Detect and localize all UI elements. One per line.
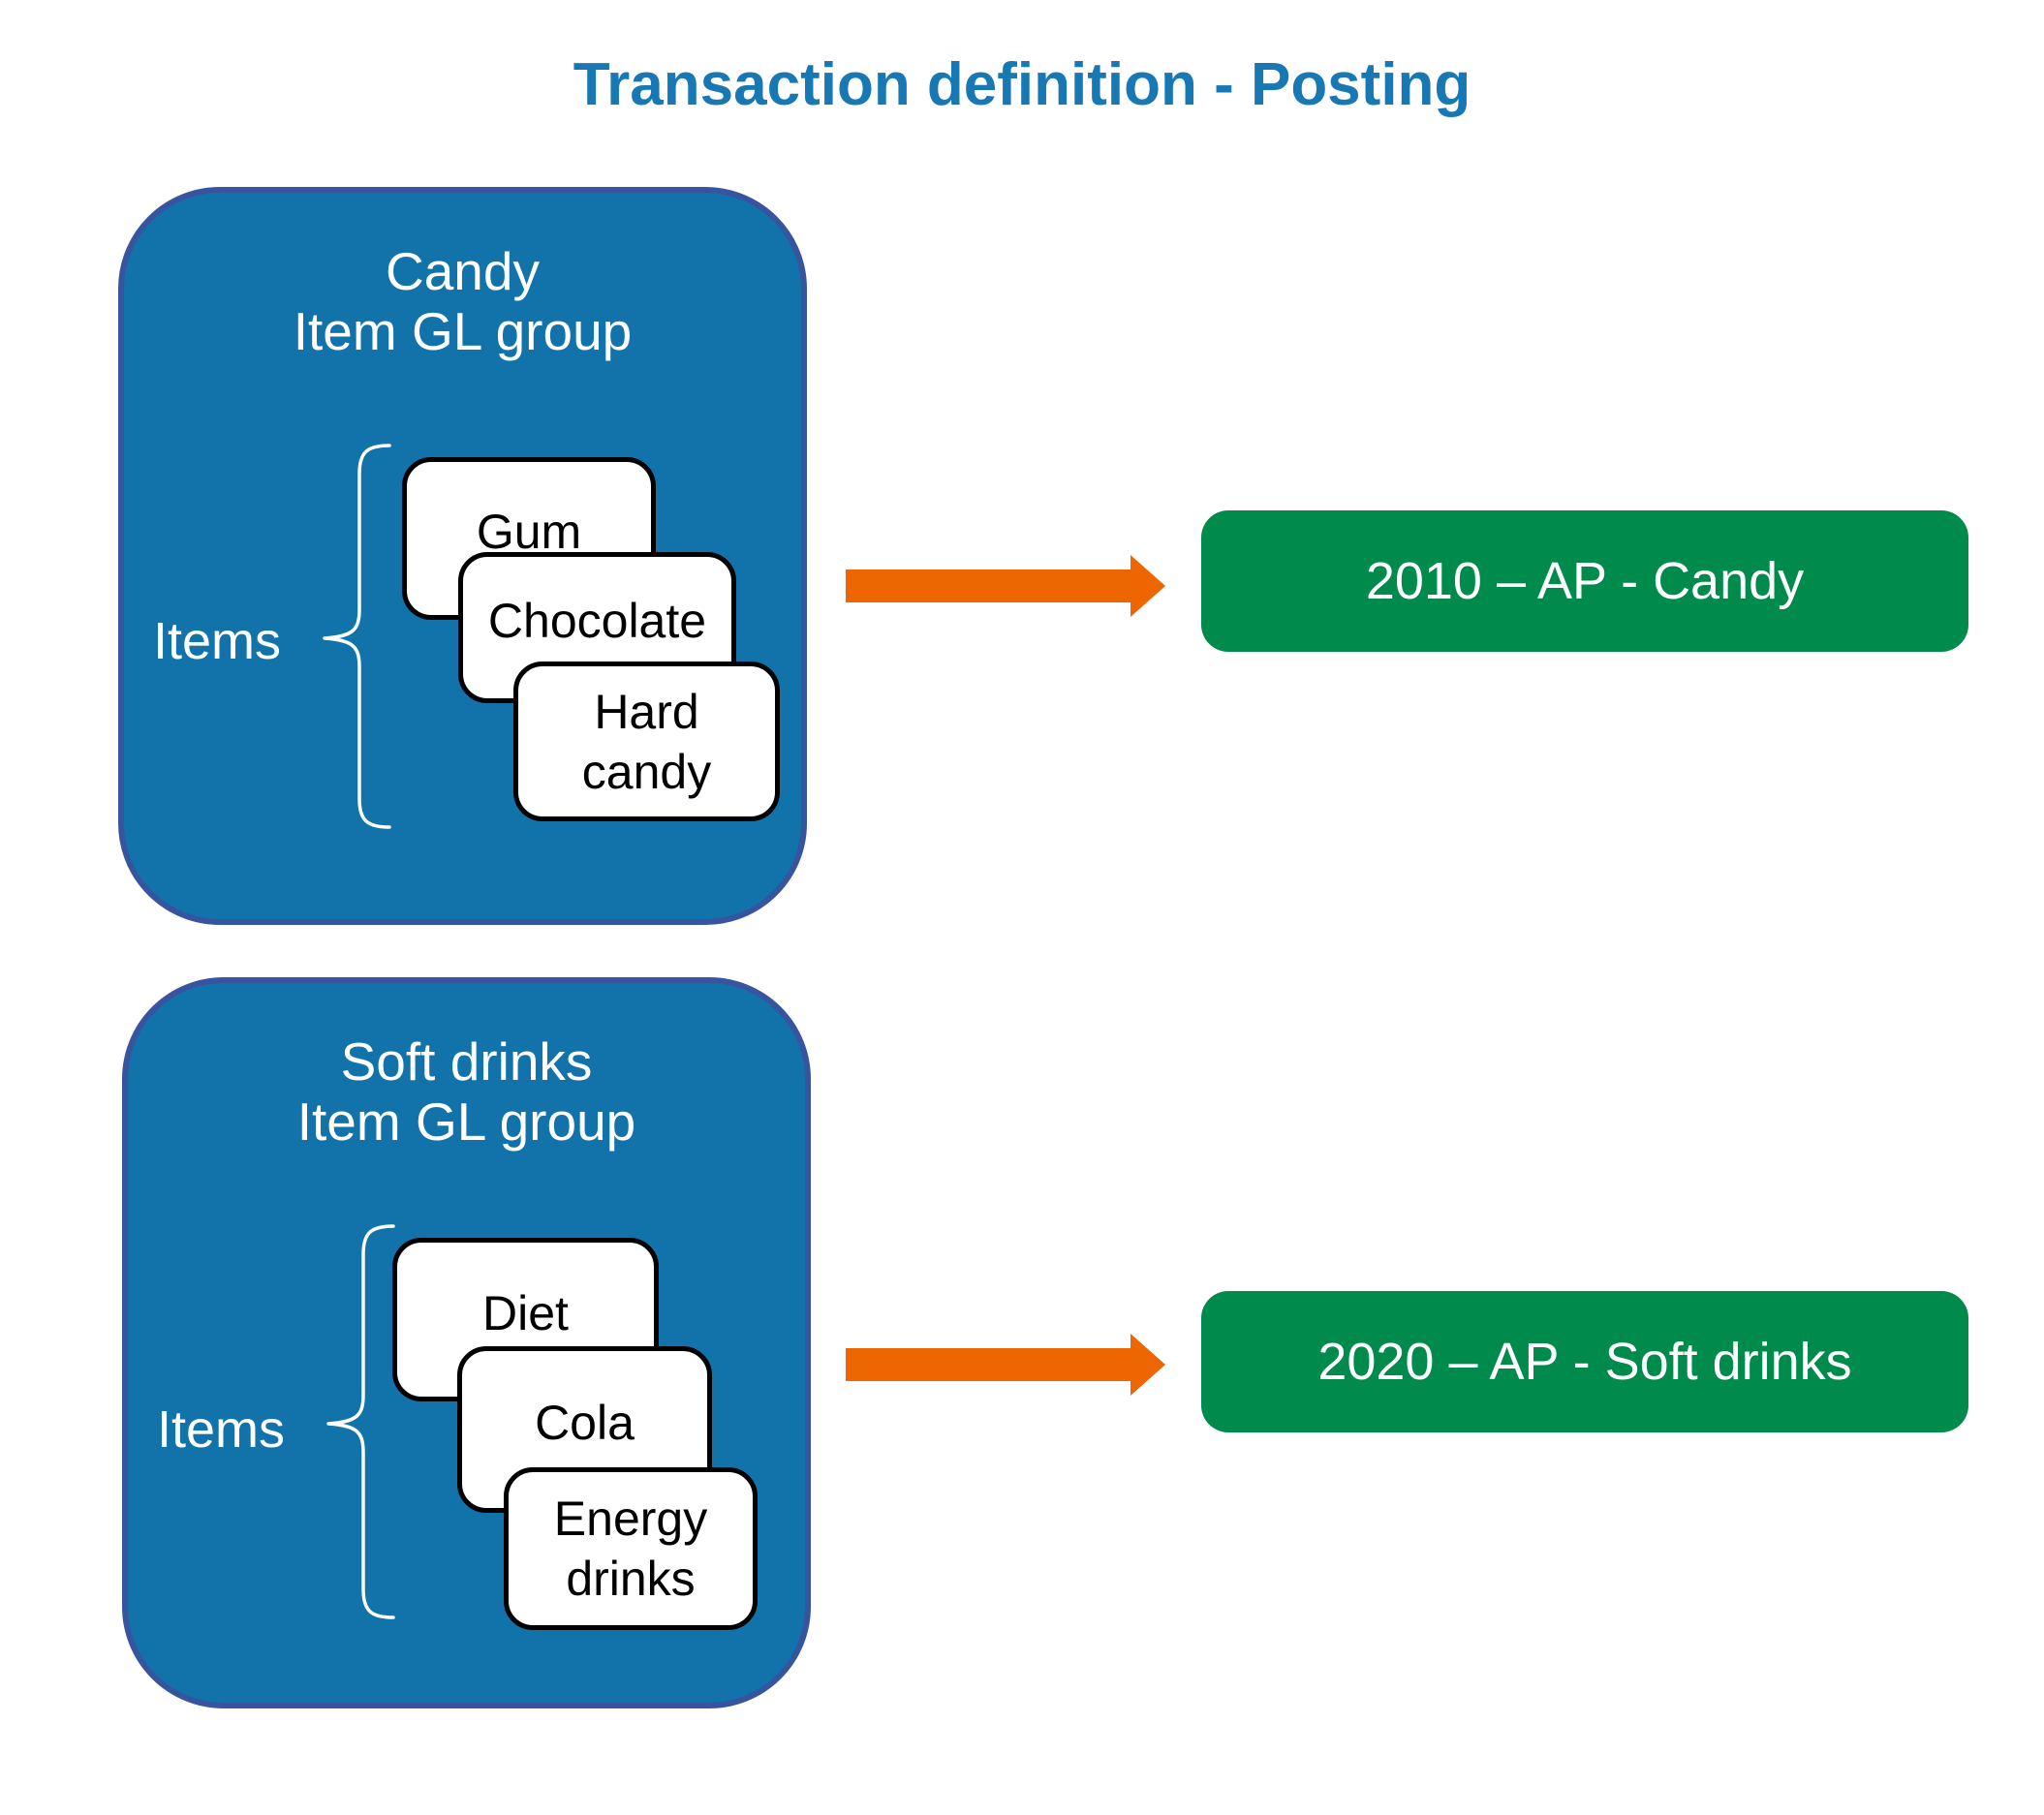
item-card-label: Energy drinks <box>553 1492 708 1606</box>
account-label: 2010 – AP - Candy <box>1365 552 1805 610</box>
curly-brace-icon <box>323 444 391 829</box>
group-box-candy: Candy Item GL group Items Gum Chocolate … <box>118 187 807 925</box>
right-arrow-icon <box>846 1334 1165 1396</box>
items-label: Items <box>153 612 282 670</box>
item-card-label: Cola <box>535 1396 635 1450</box>
item-card: Energy drinks <box>504 1467 758 1630</box>
right-arrow-icon <box>846 555 1165 617</box>
item-card-label: Diet <box>482 1285 569 1340</box>
account-label: 2020 – AP - Soft drinks <box>1317 1333 1852 1391</box>
curly-brace-icon <box>326 1224 395 1619</box>
group-name: Candy Item GL group <box>293 241 633 361</box>
page-title: Transaction definition - Posting <box>573 51 1471 118</box>
item-card-label: Hard candy <box>581 684 712 799</box>
item-card-label: Gum <box>476 505 582 559</box>
items-label: Items <box>157 1400 286 1459</box>
item-card: Hard candy <box>513 661 780 821</box>
item-card-label: Chocolate <box>487 594 707 648</box>
group-name: Soft drinks Item GL group <box>296 1031 636 1152</box>
group-box-soft-drinks: Soft drinks Item GL group Items Diet Col… <box>122 977 811 1708</box>
account-box-soft-drinks: 2020 – AP - Soft drinks <box>1201 1291 1968 1432</box>
account-box-candy: 2010 – AP - Candy <box>1201 510 1968 652</box>
